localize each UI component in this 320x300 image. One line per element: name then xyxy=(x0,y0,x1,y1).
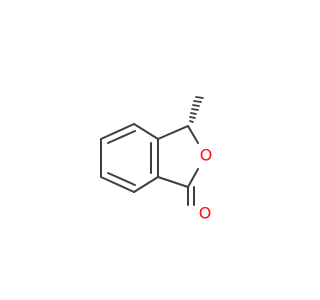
bond-c8-c3 xyxy=(157,176,189,188)
stereo-hash-2 xyxy=(189,116,196,119)
stereo-hash-5 xyxy=(192,104,200,107)
aromatic-bond-inner-1 xyxy=(107,130,136,144)
bond-c1-c2 xyxy=(133,123,159,140)
stereo-hash-1 xyxy=(189,120,194,123)
stereo-hash-3 xyxy=(190,112,197,115)
wedge-layer xyxy=(189,96,204,123)
bond-c3-c4 xyxy=(133,176,159,193)
stereo-hash-6 xyxy=(193,100,202,103)
structure-canvas: O O xyxy=(100,96,213,223)
ring-oxygen-label: O xyxy=(200,146,213,165)
bond-c4-c5 xyxy=(100,176,135,193)
stereo-hash-7 xyxy=(195,96,204,99)
atom-label-layer: O O xyxy=(199,146,213,223)
bond-o-ring-c8 xyxy=(187,168,199,188)
stereo-hash-4 xyxy=(191,108,199,111)
bond-c6-c1 xyxy=(100,123,135,140)
molecule-diagram: O O xyxy=(100,96,213,223)
carbonyl-oxygen-label: O xyxy=(199,204,212,223)
aromatic-bond-inner-2 xyxy=(107,172,136,186)
bond-c7-o-ring xyxy=(187,125,199,144)
bond-layer xyxy=(100,123,199,206)
bond-c2-c7 xyxy=(157,125,189,140)
